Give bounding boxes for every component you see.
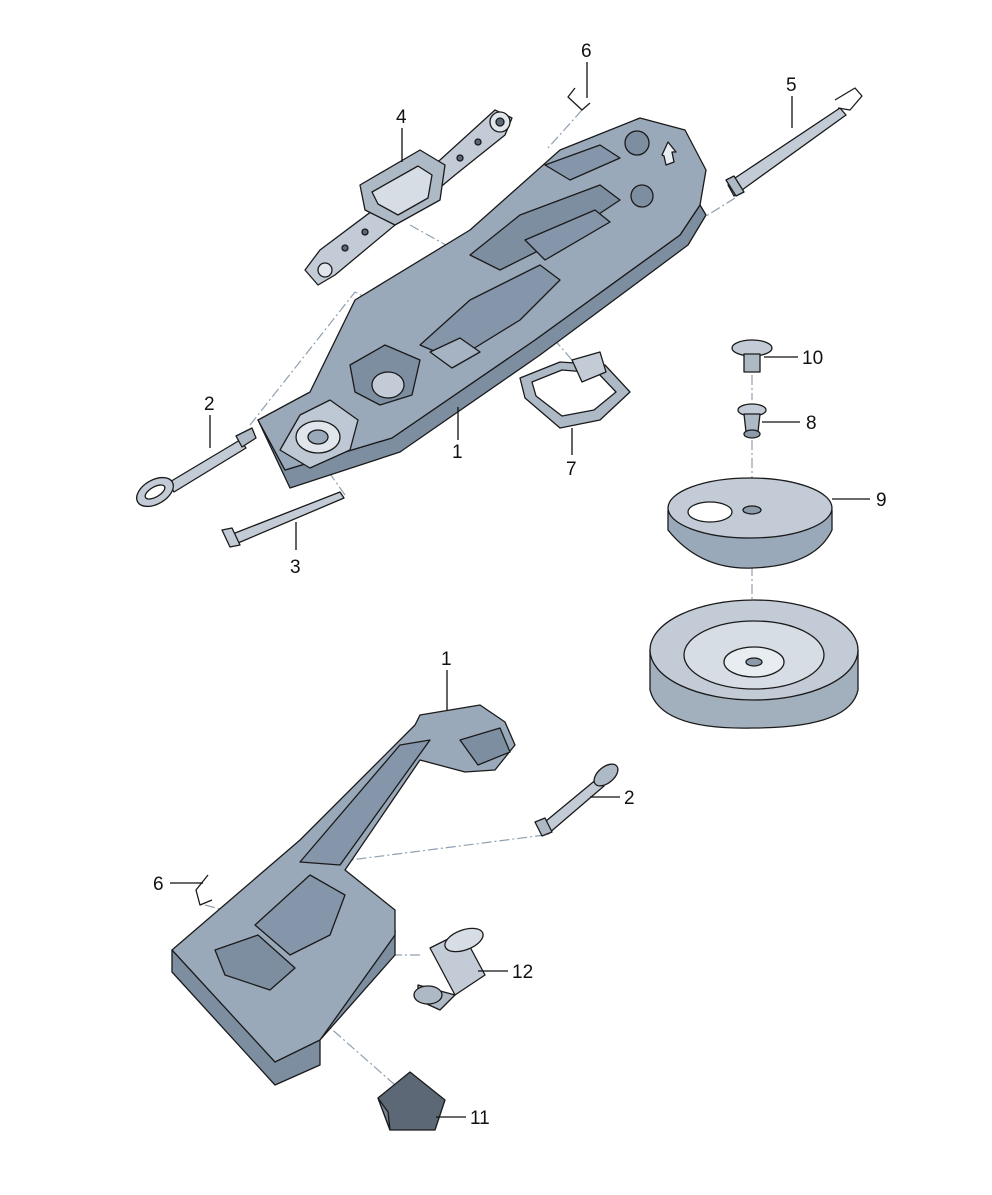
callouts: 1 2 3 4 5 6 7 8 9 10 1 2 6 bbox=[153, 41, 887, 1129]
screw-cap bbox=[731, 339, 773, 373]
retaining-strap bbox=[519, 351, 631, 429]
compressor bbox=[413, 927, 486, 1011]
callout-label-3: 3 bbox=[290, 557, 301, 578]
foam-insert-bottom bbox=[171, 704, 516, 1086]
spare-tire bbox=[649, 599, 859, 729]
tow-eye-top bbox=[136, 427, 257, 508]
jack-handle bbox=[725, 87, 863, 197]
callout-label-5: 5 bbox=[786, 75, 797, 96]
callout-label-8: 8 bbox=[806, 413, 817, 434]
wheel-brace bbox=[221, 491, 345, 548]
callout-label-9: 9 bbox=[876, 490, 887, 511]
callout-label-6-top: 6 bbox=[581, 41, 592, 62]
callout-label-4: 4 bbox=[396, 107, 407, 128]
callout-label-2-top: 2 bbox=[204, 394, 215, 415]
callout-label-6-bottom: 6 bbox=[153, 874, 164, 895]
callout-label-1-top: 1 bbox=[452, 442, 463, 463]
securing-bolt bbox=[737, 403, 767, 439]
clip-top bbox=[567, 87, 591, 111]
foam-insert-top bbox=[257, 117, 707, 489]
wheel-well-holder bbox=[667, 477, 833, 569]
tow-eye-bottom bbox=[534, 763, 619, 837]
clip-bottom bbox=[195, 874, 213, 906]
callout-label-12: 12 bbox=[512, 962, 533, 983]
callout-label-1-bottom: 1 bbox=[441, 649, 452, 670]
callout-label-2-bottom: 2 bbox=[624, 788, 635, 809]
callout-label-7: 7 bbox=[566, 459, 577, 480]
cover-block bbox=[377, 1071, 446, 1131]
scissor-jack bbox=[304, 109, 513, 286]
callout-label-10: 10 bbox=[802, 348, 823, 369]
callout-label-11: 11 bbox=[470, 1108, 490, 1129]
